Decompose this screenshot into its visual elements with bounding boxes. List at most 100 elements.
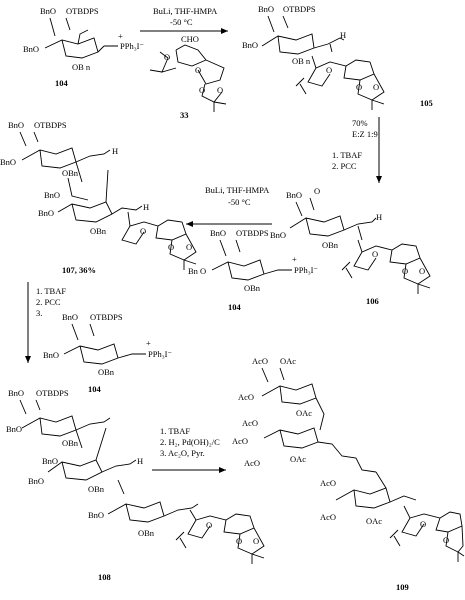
obn-label: OBn (322, 240, 339, 250)
bno-label: BnO (44, 190, 60, 200)
compound-number: 104 (88, 384, 102, 394)
bno-label: BnO (23, 44, 39, 54)
bno-label: BnO (62, 312, 78, 322)
compound-number: 106 (366, 296, 379, 306)
bno-label: BnO (258, 4, 274, 14)
otbdps-label: OTBDPS (66, 6, 99, 16)
aco-label: AcO (320, 512, 336, 522)
bno-label: BnO (0, 157, 16, 167)
bno-label: BnO (270, 230, 286, 240)
o-label: O (199, 85, 205, 95)
bno-label: BnO (40, 6, 56, 16)
bno-label: BnO (43, 350, 59, 360)
condition-text: 3. (36, 308, 42, 318)
h-label: H (340, 30, 346, 40)
o-label: O (164, 52, 170, 62)
compound-104-lower: BnO OTBDPS BnO OBn PPh₃I⁻ + 104 (43, 312, 172, 394)
obn-label: OBn (88, 484, 105, 494)
cho-label: CHO (181, 34, 199, 44)
compound-104-middle: BnO OTBDPS Bn O OBn PPh₃I⁻ + 104 (188, 228, 318, 312)
aco-label: AcO (244, 458, 260, 468)
condition-text: 2. H₂, Pd(OH)₂/C (160, 437, 220, 447)
bno-label: BnO (210, 228, 226, 238)
compound-105: BnO OTBDPS H BnO OB n O O O 105 (242, 4, 433, 110)
condition-text: 1. TBAF (332, 150, 362, 160)
o-label: O (420, 519, 426, 529)
o-label: O (195, 65, 201, 75)
otbdps-label: OTBDPS (36, 388, 69, 398)
oac-label: OAc (280, 356, 296, 366)
o-label: O (356, 82, 362, 92)
condition-text: 70% (352, 118, 368, 128)
otbdps-label: OTBDPS (236, 228, 269, 238)
compound-109: AcO OAc AcO OAc AcO AcO AcO OAc AcO AcO … (232, 356, 465, 592)
bno-label: BnO (28, 476, 44, 486)
condition-text: 2. PCC (36, 297, 61, 307)
o-label: O (314, 186, 320, 196)
condition-text: -50 °C (228, 197, 251, 207)
o-label: O (206, 520, 212, 530)
o-label: O (186, 242, 192, 252)
compound-107: BnO OTBDPS H BnO OBn BnO H BnO OBn O O O… (0, 120, 197, 275)
otbdps-label: OTBDPS (283, 4, 316, 14)
o-label: O (217, 85, 223, 95)
bno-label: BnO (42, 456, 58, 466)
compound-number: 108 (98, 572, 111, 582)
phosphonium-label: PPh₃I⁻ (120, 41, 144, 51)
bno-label: BnO (8, 388, 24, 398)
obn-label: OB n (72, 62, 91, 72)
h-label: H (376, 212, 382, 222)
condition-text: E:Z 1:9 (352, 129, 378, 139)
plus-label: + (292, 254, 297, 264)
condition-text: BuLi, THF-HMPA (153, 6, 218, 16)
phosphonium-label: PPh₃I⁻ (148, 349, 172, 359)
o-label: O (236, 536, 242, 546)
h-label: H (137, 456, 143, 466)
o-label: O (253, 536, 259, 546)
compound-106: BnO O H BnO OBn O O O 106 (270, 186, 431, 306)
compound-number: 104 (55, 78, 69, 88)
h-label: H (112, 146, 118, 156)
aco-label: AcO (252, 356, 268, 366)
compound-104-top: BnO OTBDPS BnO OB n PPh₃I⁻ + 104 (23, 6, 144, 88)
obn-label: OBn (98, 367, 115, 377)
bno-label: BnO (8, 120, 24, 130)
bno-label: Bn O (188, 266, 206, 276)
bno-label: BnO (6, 424, 22, 434)
otbdps-label: OTBDPS (90, 312, 123, 322)
condition-text: BuLi, THF-HMPA (205, 185, 270, 195)
compound-number: 105 (420, 98, 433, 108)
compound-number: 33 (180, 110, 189, 120)
o-label: O (373, 82, 379, 92)
phosphonium-label: PPh₃I⁻ (294, 265, 318, 275)
compound-number: 109 (396, 582, 409, 592)
condition-text: 1. TBAF (160, 426, 190, 436)
condition-text: 2. PCC (332, 161, 357, 171)
condition-text: -50 °C (170, 17, 193, 27)
bno-label: BnO (242, 40, 258, 50)
obn-label: OBn (90, 226, 107, 236)
oac-label: OAc (366, 516, 382, 526)
aco-label: AcO (238, 392, 254, 402)
compound-33: CHO O O O O 33 (149, 34, 227, 120)
aco-label: AcO (232, 436, 248, 446)
obn-label: OBn (62, 438, 79, 448)
o-label: O (168, 242, 174, 252)
compound-number: 107, 36% (62, 265, 96, 275)
compound-108: BnO OTBDPS BnO OBn BnO BnO OBn H BnO OBn… (6, 388, 265, 582)
oac-label: OAc (296, 408, 312, 418)
obn-label: OBn (62, 168, 79, 178)
o-label: O (140, 226, 146, 236)
otbdps-label: OTBDPS (34, 120, 67, 130)
oac-label: OAc (290, 454, 306, 464)
plus-label: + (118, 31, 123, 41)
o-label: O (443, 535, 449, 545)
o-label: O (326, 65, 332, 75)
bno-label: BnO (286, 190, 302, 200)
bno-label: BnO (38, 208, 54, 218)
o-label: O (402, 266, 408, 276)
condition-text: 3. Ac₂O, Pyr. (160, 448, 205, 458)
o-label: O (372, 249, 378, 259)
aco-label: AcO (320, 478, 336, 488)
obn-label: OBn (244, 283, 261, 293)
